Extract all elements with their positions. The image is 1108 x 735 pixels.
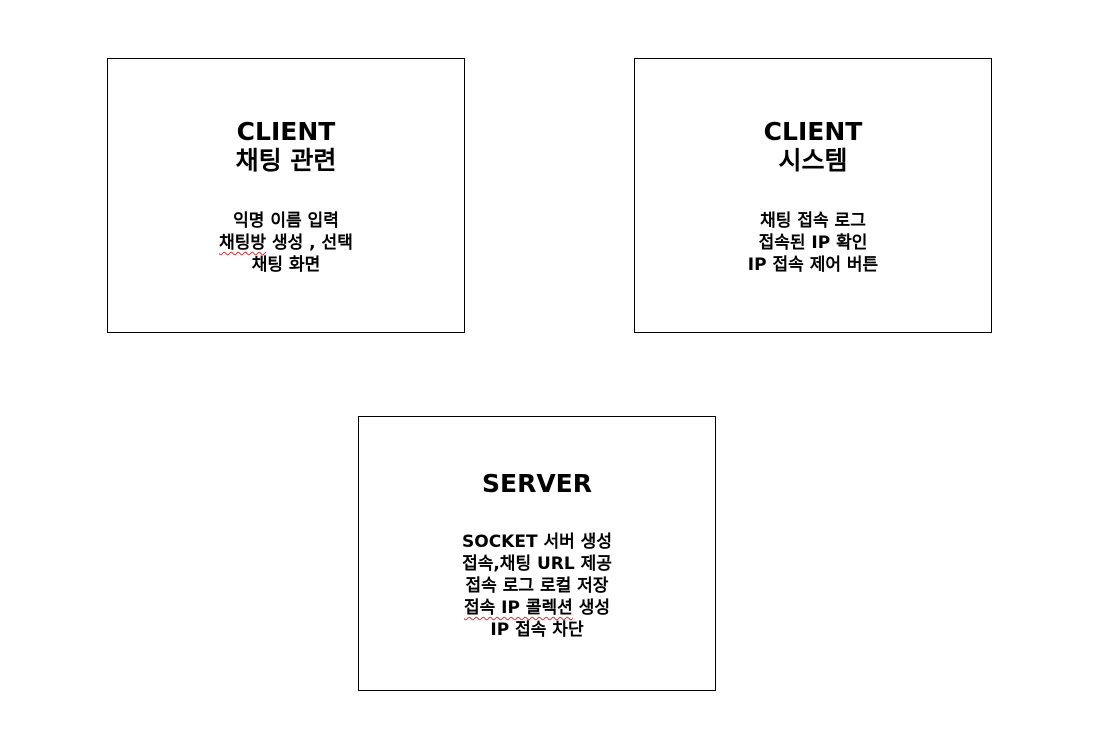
feature-item: 접속 로그 로컬 저장 [465, 576, 609, 596]
feature-item: 채팅 화면 [251, 255, 321, 275]
box-title: CLIENT 시스템 [635, 117, 991, 175]
server-box: SERVER SOCKET 서버 생성 접속,채팅 URL 제공 접속 로그 로… [358, 416, 716, 691]
feature-item: 접속된 IP 확인 [758, 233, 868, 253]
feature-item: 익명 이름 입력 [233, 211, 339, 231]
box-title: SERVER [359, 469, 715, 498]
box-title-line: CLIENT [236, 117, 336, 146]
box-title-line: 채팅 관련 [235, 146, 337, 175]
box-title-line: 시스템 [778, 146, 848, 175]
spellcheck-mark: 접속 IP 콜렉션 [463, 598, 573, 618]
feature-item: IP 접속 제어 버튼 [747, 255, 879, 275]
box-title: CLIENT 채팅 관련 [108, 117, 464, 175]
client-chat-box: CLIENT 채팅 관련 익명 이름 입력 채팅방 생성 , 선택 채팅 화면 [107, 58, 465, 333]
feature-item: 채팅 접속 로그 [760, 211, 866, 231]
spellcheck-mark: 채팅방 [219, 233, 267, 253]
feature-item: 접속,채팅 URL 제공 [462, 554, 612, 574]
feature-item: 채팅방 생성 , 선택 [219, 233, 353, 253]
feature-item: SOCKET 서버 생성 [462, 532, 612, 552]
client-system-box: CLIENT 시스템 채팅 접속 로그 접속된 IP 확인 IP 접속 제어 버… [634, 58, 992, 333]
feature-list: SOCKET 서버 생성 접속,채팅 URL 제공 접속 로그 로컬 저장 접속… [359, 531, 715, 641]
feature-list: 채팅 접속 로그 접속된 IP 확인 IP 접속 제어 버튼 [635, 210, 991, 276]
box-title-line: SERVER [481, 469, 592, 498]
feature-item: IP 접속 차단 [490, 620, 584, 640]
feature-item: 접속 IP 콜렉션 생성 [463, 598, 611, 618]
box-title-line: CLIENT [763, 117, 863, 146]
feature-list: 익명 이름 입력 채팅방 생성 , 선택 채팅 화면 [108, 210, 464, 276]
